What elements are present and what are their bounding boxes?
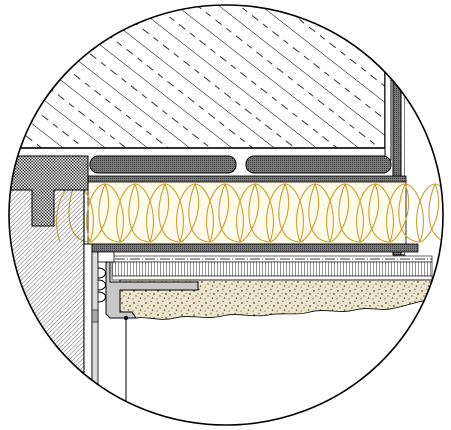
aggregate-fill bbox=[119, 279, 441, 320]
upper-steel-plate bbox=[87, 175, 407, 183]
detail-circle-outline bbox=[8, 4, 444, 426]
gypsum-board-strips bbox=[89, 155, 392, 174]
mineral-wool-insulation bbox=[56, 181, 443, 245]
steel-sheet bbox=[87, 243, 419, 253]
wool-loop bbox=[428, 183, 443, 243]
checker-block bbox=[9, 155, 89, 227]
screed-with-heating bbox=[111, 255, 433, 281]
concrete-slab bbox=[9, 5, 386, 149]
leader-line bbox=[123, 315, 129, 425]
